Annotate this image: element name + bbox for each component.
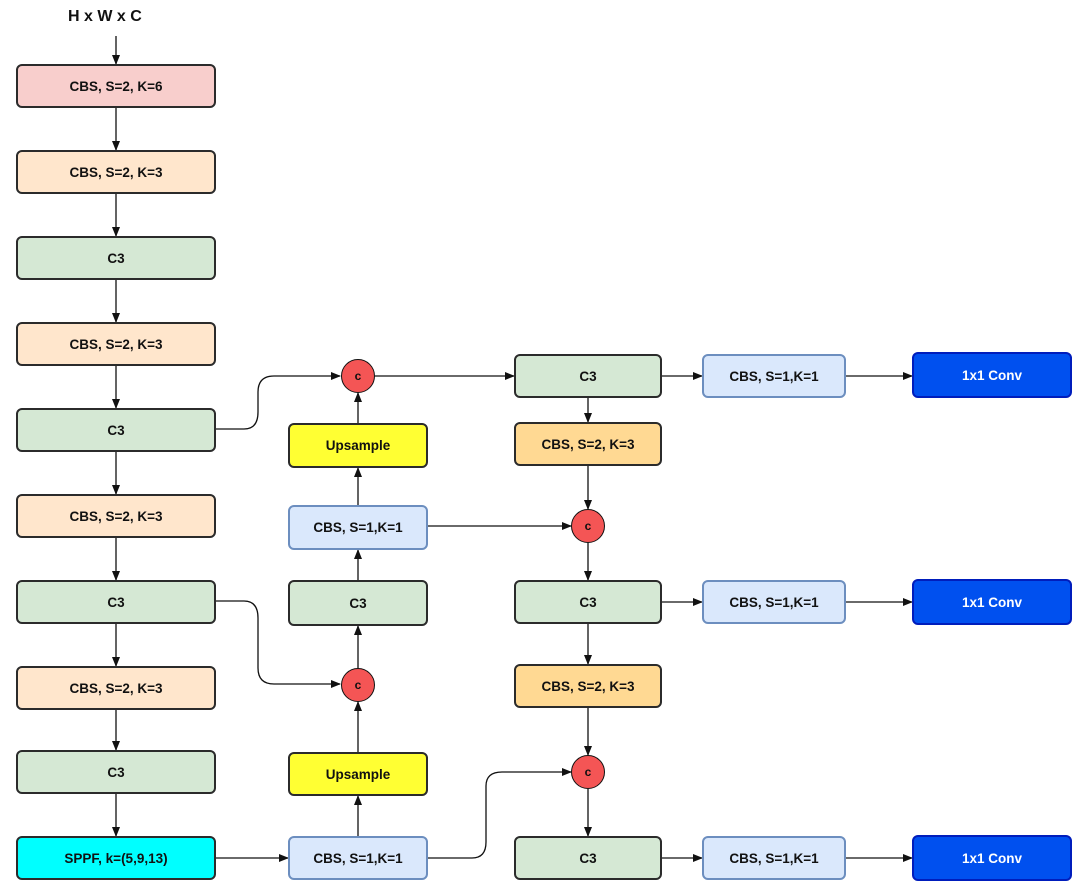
head-c3-mid: C3	[514, 580, 662, 624]
output-conv-1: 1x1 Conv	[912, 352, 1072, 398]
neck-c3-mid: C3	[288, 580, 428, 626]
head-c3-top: C3	[514, 354, 662, 398]
backbone-c3-2: C3	[16, 408, 216, 452]
backbone-c3-4: C3	[16, 750, 216, 794]
output-conv-2: 1x1 Conv	[912, 579, 1072, 625]
concat-node-head-bottom: c	[571, 755, 605, 789]
neck-cbs-bottom: CBS, S=1,K=1	[288, 836, 428, 880]
edge-skip-c3-p4	[216, 372, 341, 430]
backbone-sppf: SPPF, k=(5,9,13)	[16, 836, 216, 880]
backbone-cbs-4: CBS, S=2, K=3	[16, 666, 216, 710]
backbone-c3-3: C3	[16, 580, 216, 624]
output-cbs-2: CBS, S=1,K=1	[702, 580, 846, 624]
backbone-stem-cbs: CBS, S=2, K=6	[16, 64, 216, 108]
head-cbs-down-2: CBS, S=2, K=3	[514, 664, 662, 708]
edge-cbs-to-concat-bottom	[428, 768, 572, 859]
concat-node-head-mid: c	[571, 509, 605, 543]
output-cbs-1: CBS, S=1,K=1	[702, 354, 846, 398]
backbone-cbs-2: CBS, S=2, K=3	[16, 322, 216, 366]
head-c3-bottom: C3	[514, 836, 662, 880]
backbone-cbs-3: CBS, S=2, K=3	[16, 494, 216, 538]
concat-node-neck: c	[341, 668, 375, 702]
input-shape-label: H x W x C	[68, 8, 142, 25]
edge-skip-c3-p3	[216, 600, 341, 688]
neck-upsample-bottom: Upsample	[288, 752, 428, 796]
output-conv-3: 1x1 Conv	[912, 835, 1072, 881]
backbone-cbs-1: CBS, S=2, K=3	[16, 150, 216, 194]
output-cbs-3: CBS, S=1,K=1	[702, 836, 846, 880]
head-cbs-down-1: CBS, S=2, K=3	[514, 422, 662, 466]
concat-node-top: c	[341, 359, 375, 393]
neck-upsample-top: Upsample	[288, 423, 428, 468]
backbone-c3-1: C3	[16, 236, 216, 280]
neck-cbs-mid: CBS, S=1,K=1	[288, 505, 428, 550]
